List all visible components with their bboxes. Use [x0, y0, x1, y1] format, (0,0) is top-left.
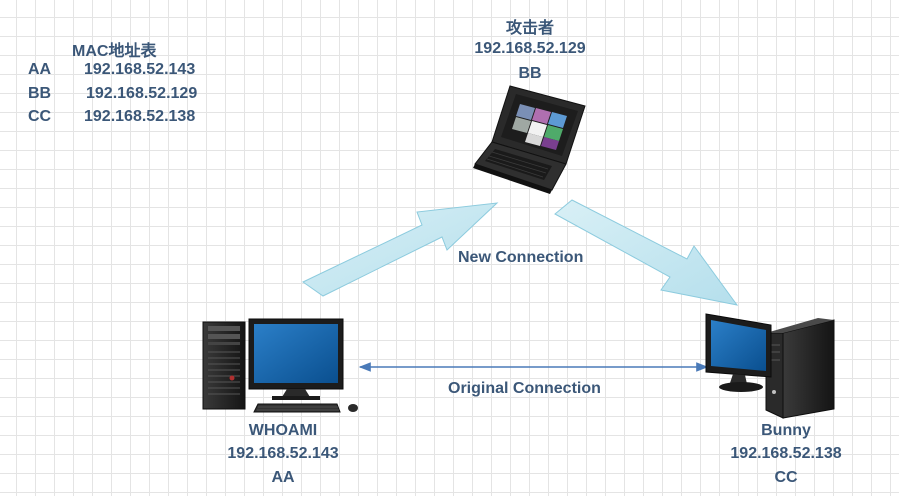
mac-key: AA	[28, 61, 52, 78]
bunny-mac: CC	[774, 469, 798, 486]
mac-table-row: BB 192.168.52.129	[28, 85, 197, 103]
attacker-title: 攻击者	[505, 20, 555, 37]
bunny-desktop-icon	[705, 313, 835, 419]
whoami-mac: AA	[271, 469, 295, 486]
mac-ip: 192.168.52.143	[84, 61, 196, 78]
whoami-ip: 192.168.52.143	[227, 445, 339, 462]
bunny-ip: 192.168.52.138	[730, 445, 842, 462]
attacker-mac: BB	[518, 65, 542, 82]
mac-key: BB	[28, 85, 52, 102]
new-connection-arrow-down	[554, 199, 739, 306]
bunny-name: Bunny	[761, 422, 811, 439]
new-connection-arrow-up	[302, 202, 499, 297]
mac-ip: 192.168.52.129	[86, 85, 198, 102]
original-connection-label: Original Connection	[448, 380, 601, 397]
mac-table-row: CC 192.168.52.138	[28, 108, 195, 126]
attacker-laptop-icon	[473, 85, 586, 194]
mac-table-title: MAC地址表	[72, 43, 157, 60]
new-connection-label: New Connection	[458, 249, 584, 266]
mac-key: CC	[28, 108, 52, 125]
attacker-ip: 192.168.52.129	[474, 40, 586, 57]
whoami-desktop-icon	[202, 318, 358, 413]
whoami-name: WHOAMI	[248, 422, 318, 439]
mac-ip: 192.168.52.138	[84, 108, 196, 125]
mac-table-row: AA 192.168.52.143	[28, 61, 195, 79]
